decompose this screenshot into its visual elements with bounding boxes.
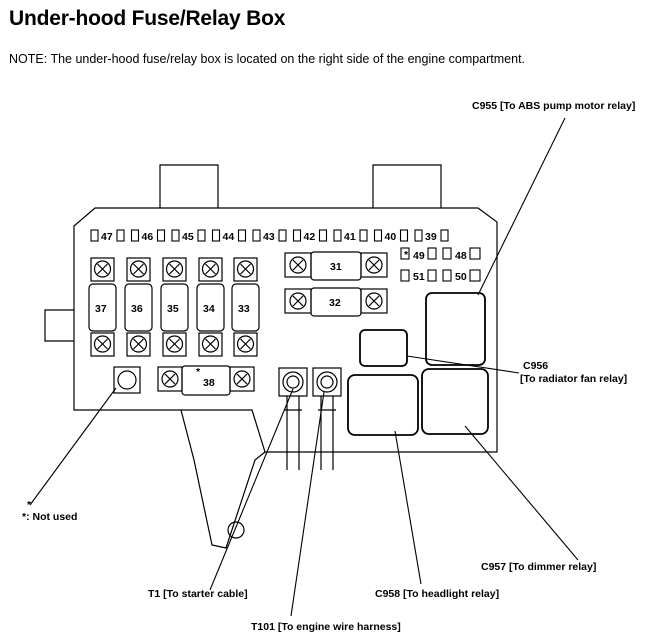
large-fuse-35: 35 xyxy=(160,257,189,357)
fuse-51-label: 51 xyxy=(413,271,425,283)
c956-socket xyxy=(359,329,408,367)
top-row-fuse-label: 40 xyxy=(385,231,397,243)
large-fuse-label: 34 xyxy=(203,303,215,315)
c955-label: C955 [To ABS pump motor relay] xyxy=(472,100,635,112)
fuse-50-left-terminal xyxy=(442,269,452,282)
c957-socket xyxy=(421,368,489,435)
top-row-fuse-label: 43 xyxy=(263,231,275,243)
fuse-49-right-terminal xyxy=(427,247,437,260)
mounting-bracket xyxy=(180,409,266,549)
fuse-terminal-right xyxy=(399,229,409,242)
fuse-terminal-right xyxy=(440,229,449,242)
not-used-note: *: Not used xyxy=(22,511,77,523)
t101-label: T101 [To engine wire harness] xyxy=(251,621,401,633)
not-used-star: * xyxy=(27,499,32,511)
fuse-50-label: 50 xyxy=(455,271,467,283)
top-row-fuse-45: 45 xyxy=(171,229,206,243)
large-fuse-36: 36 xyxy=(124,257,153,357)
top-row-fuse-42: 42 xyxy=(292,229,328,243)
c956-id: C956 xyxy=(523,360,548,372)
top-row-fuse-47: 47 xyxy=(90,229,125,243)
fuse-terminal-left xyxy=(373,229,383,242)
fuse-49-label: 49 xyxy=(413,250,425,262)
fuse-38-label: 38 xyxy=(203,377,215,389)
terminal-posts xyxy=(278,367,342,470)
fuse-box-housing xyxy=(73,207,498,453)
top-row-fuse-40: 40 xyxy=(373,229,409,243)
fuse-51-left-terminal xyxy=(400,269,410,282)
fuse-terminal-right xyxy=(197,229,206,242)
fuse-terminal-right xyxy=(359,229,368,242)
c958-socket xyxy=(347,374,419,436)
fuse-terminal-left xyxy=(333,229,342,242)
unused-socket xyxy=(113,366,141,394)
top-right-tab xyxy=(372,164,442,208)
fuse-terminal-left xyxy=(130,229,140,242)
fuse-32-label: 32 xyxy=(329,297,341,309)
top-row-fuse-46: 46 xyxy=(130,229,166,243)
top-row-fuse-44: 44 xyxy=(211,229,247,243)
fuse-31 xyxy=(284,251,388,281)
fuse-terminal-left xyxy=(90,229,99,242)
fuse-48-label: 48 xyxy=(455,250,467,262)
fuse-31-label: 31 xyxy=(330,261,342,273)
relay-sockets xyxy=(347,292,489,436)
bracket-hole xyxy=(227,521,245,539)
top-row-fuse-label: 41 xyxy=(344,231,356,243)
top-row-fuse-label: 44 xyxy=(223,231,235,243)
large-fuse-33: 33 xyxy=(231,257,260,357)
top-row-fuse-label: 47 xyxy=(101,231,113,243)
t1-label: T1 [To starter cable] xyxy=(148,588,248,600)
fuse-50-right-terminal xyxy=(469,269,481,282)
large-fuse-37: 37 xyxy=(88,257,117,357)
fuse-48-left-terminal xyxy=(442,247,452,260)
fuse-51-right-terminal xyxy=(427,269,437,282)
fuse-terminal-right xyxy=(278,229,287,242)
fuse-38-star: * xyxy=(196,366,201,378)
fuse-49-star: * xyxy=(404,249,409,261)
c958-label: C958 [To headlight relay] xyxy=(375,588,499,600)
fuse-49-left-terminal xyxy=(400,247,410,260)
large-fuses: 37 36 35 34 33 xyxy=(88,257,260,357)
top-row-fuses: 47 46 45 44 43 42 41 40 39 xyxy=(90,229,449,243)
c957-label: C957 [To dimmer relay] xyxy=(481,561,596,573)
top-row-fuse-label: 46 xyxy=(142,231,154,243)
top-row-fuse-label: 42 xyxy=(304,231,316,243)
large-fuse-label: 37 xyxy=(95,303,107,315)
fuse-terminal-right xyxy=(318,229,328,242)
large-fuse-label: 33 xyxy=(238,303,250,315)
top-row-fuse-label: 39 xyxy=(425,231,437,243)
fuse-terminal-left xyxy=(171,229,180,242)
page-title: Under-hood Fuse/Relay Box xyxy=(9,7,286,30)
leader-lines xyxy=(29,117,579,617)
fuse-terminal-left xyxy=(211,229,221,242)
fuse-38 xyxy=(157,365,255,396)
fuse-terminal-left xyxy=(292,229,302,242)
fuse-terminal-right xyxy=(156,229,166,242)
top-row-fuse-43: 43 xyxy=(252,229,287,243)
large-fuse-34: 34 xyxy=(196,257,225,357)
fuse-48-right-terminal xyxy=(469,247,481,260)
top-row-fuse-41: 41 xyxy=(333,229,368,243)
fuse-terminal-left xyxy=(252,229,261,242)
top-row-fuse-39: 39 xyxy=(414,229,449,243)
fuse-terminal-right xyxy=(237,229,247,242)
fuse-terminal-right xyxy=(116,229,125,242)
location-note: NOTE: The under-hood fuse/relay box is l… xyxy=(9,52,526,66)
fuse-32 xyxy=(284,287,388,317)
fuse-terminal-left xyxy=(414,229,423,242)
large-fuse-label: 35 xyxy=(167,303,179,315)
left-side-tab xyxy=(44,309,74,342)
top-left-tab xyxy=(159,164,219,208)
c956-desc: [To radiator fan relay] xyxy=(520,373,627,385)
large-fuse-label: 36 xyxy=(131,303,143,315)
c955-socket xyxy=(425,292,486,366)
top-row-fuse-label: 45 xyxy=(182,231,194,243)
